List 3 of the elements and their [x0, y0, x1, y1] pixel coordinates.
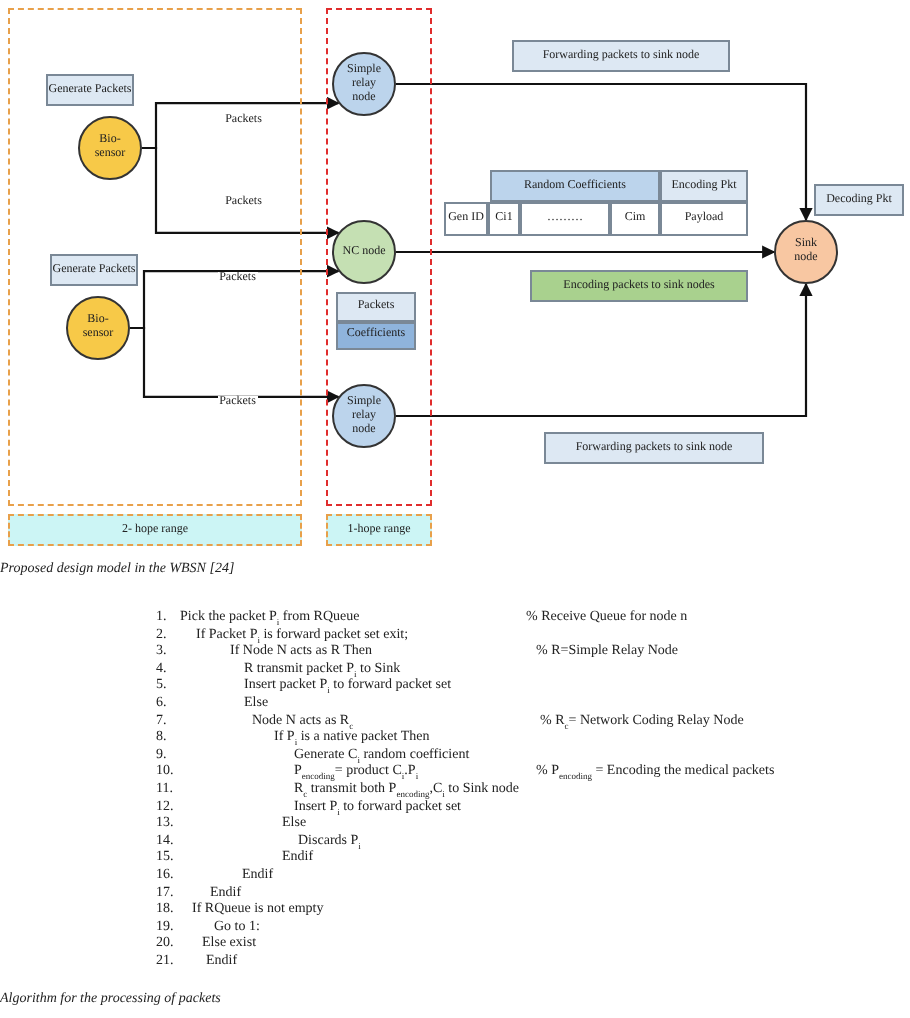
arrow — [396, 282, 813, 418]
arrow — [396, 245, 776, 259]
arrow — [396, 82, 813, 222]
